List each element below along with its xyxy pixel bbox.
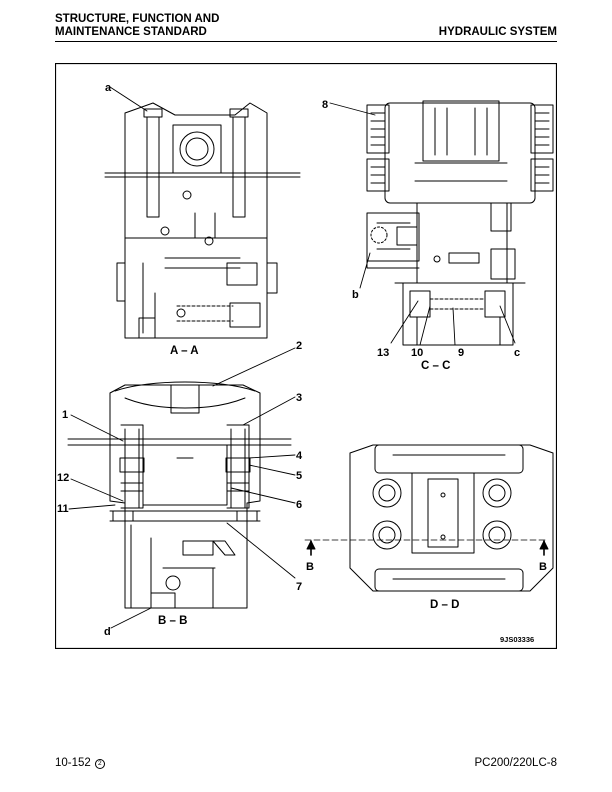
callout-11: 11 [57,503,69,515]
callout-4: 4 [296,450,303,462]
callout-d: d [104,626,111,638]
callout-8: 8 [322,99,328,111]
callout-5: 5 [296,470,302,482]
callout-a: a [105,82,112,94]
callout-3: 3 [296,392,302,404]
section-label-d-d: D – D [430,599,459,611]
figure-frame: a 8 b 13 10 9 c 2 3 1 4 5 12 6 11 7 d B … [55,63,557,649]
revision-mark: 2 [94,759,105,769]
cut-mark-right: B [539,561,547,573]
technical-drawing: a 8 b 13 10 9 c 2 3 1 4 5 12 6 11 7 d B … [55,63,557,649]
header-title-line2: MAINTENANCE STANDARD [55,25,207,38]
figure-border [55,63,557,649]
callout-10: 10 [411,347,423,359]
drawing-code: 9JS03336 [500,635,534,644]
section-label-c-c: C – C [421,360,450,372]
section-label-a-a: A – A [170,345,199,357]
callout-6: 6 [296,499,302,511]
footer-model: PC200/220LC-8 [474,757,557,769]
view-a-a [104,102,301,339]
callout-b: b [352,289,359,301]
leader-lines [68,102,516,629]
page-number: 10-152 [55,757,91,769]
callout-1: 1 [62,409,68,421]
view-b-b [67,381,292,609]
header-section-title: STRUCTURE, FUNCTION AND MAINTENANCE STAN… [55,13,219,38]
view-d-d [304,444,554,592]
callout-12: 12 [57,472,69,484]
header-title-line1: STRUCTURE, FUNCTION AND [55,13,220,25]
callout-c: c [514,347,520,359]
callout-13: 13 [377,347,389,359]
section-label-b-b: B – B [158,615,187,627]
view-c-c [366,100,554,346]
header-rule [55,41,557,42]
header-chapter-title: HYDRAULIC SYSTEM [438,26,557,38]
callout-9: 9 [458,347,464,359]
callout-2: 2 [296,340,302,352]
cut-mark-left: B [306,561,314,573]
callout-7: 7 [296,581,302,593]
